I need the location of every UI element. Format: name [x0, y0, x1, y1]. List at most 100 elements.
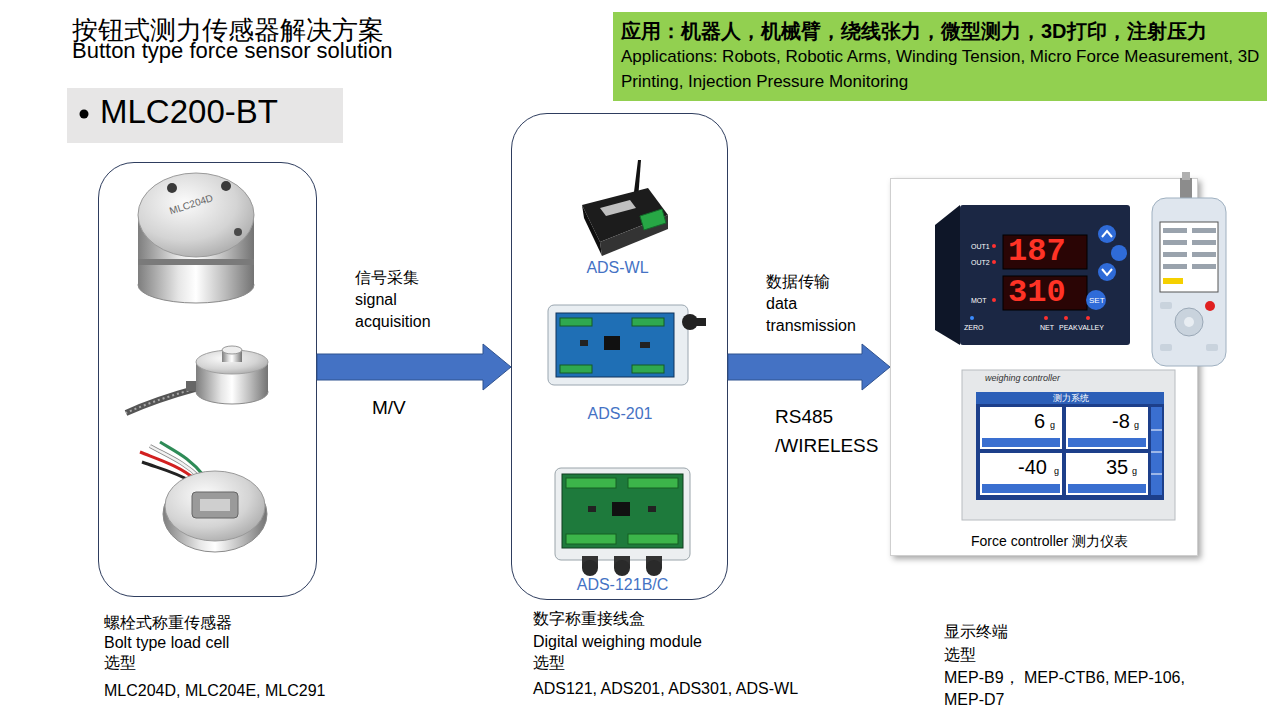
touch-controller-image [1066, 407, 1148, 449]
disk-sensor-image [192, 492, 238, 518]
handheld-meter-image [1192, 264, 1216, 269]
handheld-meter-image [1180, 178, 1192, 200]
button-sensor-image [196, 350, 268, 374]
handheld-meter-image [1206, 344, 1218, 351]
handheld-meter-image [1163, 264, 1187, 269]
touch-controller-image [976, 392, 1164, 404]
node-caption: Digital weighing module [533, 632, 702, 652]
block-arrow [728, 344, 890, 390]
touch-controller-image [1151, 452, 1162, 453]
handheld-meter-image [1192, 228, 1216, 233]
touch-controller-image [1151, 474, 1162, 475]
bullet-dot [80, 110, 89, 119]
touch-controller-image [1068, 438, 1146, 447]
node-caption: 显示终端 [944, 622, 1008, 642]
handheld-meter-image [1160, 302, 1172, 309]
disk-sensor-image [150, 446, 200, 478]
weighing-module-image [612, 502, 630, 516]
button-sensor-image [196, 380, 268, 404]
panel-meter-image [992, 298, 996, 302]
load-cell-image [138, 173, 254, 257]
weighing-module-image [582, 556, 598, 568]
bullet-dot [80, 110, 89, 119]
node-text: Force controller 测力仪表 [971, 533, 1128, 550]
weighing-module-image [582, 560, 598, 576]
weighing-module-image [566, 478, 616, 488]
block-arrow [317, 344, 511, 390]
weighing-module-image [555, 468, 690, 576]
disk-sensor-image [160, 442, 204, 476]
application-banner: 应用：机器人，机械臂，绕线张力，微型测力，3D打印，注射压力Applicatio… [613, 12, 1267, 101]
module-group: 数字称重接线盒Digital weighing module选型ADS121, … [511, 113, 728, 600]
node-caption: ADS121, ADS201, ADS301, ADS-WL [533, 679, 798, 699]
junction-box-image [632, 318, 664, 326]
panel-meter-image [1086, 290, 1106, 310]
handheld-meter-image [1160, 222, 1218, 292]
handheld-meter-image [1163, 278, 1183, 284]
touch-controller-image [1068, 484, 1146, 493]
touch-controller-image [962, 370, 1175, 520]
disk-sensor-image [200, 499, 230, 511]
load-cell-image [138, 215, 254, 285]
handheld-meter-image [1192, 252, 1216, 257]
handheld-meter-image [1163, 252, 1187, 257]
load-cell-image [138, 259, 254, 265]
weighing-module-image [646, 556, 662, 568]
junction-box-image [560, 365, 592, 373]
node-caption: 选型 [104, 653, 136, 673]
junction-box-image [632, 365, 664, 373]
panel-meter-image [1064, 316, 1068, 320]
image-label: M/V [372, 396, 406, 420]
wireless-module-image [600, 200, 636, 216]
junction-box-image [692, 318, 706, 326]
weighing-module-image [648, 506, 656, 512]
handheld-meter-image [1192, 240, 1216, 245]
panel-meter-image [1111, 245, 1127, 261]
title: 按钮式测力传感器解决方案 [72, 16, 384, 44]
panel-meter-image [935, 205, 1130, 345]
wireless-module-image [633, 160, 641, 200]
weighing-module-image [562, 474, 683, 548]
load-cell-image [221, 181, 231, 191]
junction-box-image [580, 340, 588, 346]
edge-label: 数据传输 data transmission [766, 271, 886, 337]
module-item: ADS-201 [540, 295, 700, 425]
wireless-module-image [600, 215, 668, 256]
junction-box-image [604, 336, 620, 350]
touch-controller-image [1066, 453, 1148, 495]
weighing-module-image [646, 560, 662, 576]
module-item: ADS-WL [560, 160, 675, 280]
handheld-meter-image [1152, 198, 1226, 366]
node-text: ADS-121B/C [545, 575, 700, 595]
sensor-group: 螺栓式称重传感器Bolt type load cell选型MLC204D, ML… [98, 162, 317, 597]
touch-controller-image [962, 370, 1175, 520]
button-sensor-image [222, 346, 242, 354]
touch-controller-image [976, 392, 1164, 500]
node-caption: Applications: Robots, Robotic Arms, Wind… [621, 44, 1261, 94]
panel-meter-image [1098, 225, 1116, 243]
handheld-meter-image [1163, 228, 1187, 233]
node-text: 数字称重接线盒 [533, 609, 645, 629]
panel-meter-image [1102, 231, 1112, 237]
touch-controller-image [980, 407, 1062, 449]
load-cell-image [234, 228, 242, 236]
button-sensor-image [222, 350, 242, 362]
panel-meter-image [1044, 316, 1048, 320]
panel-meter-image [960, 205, 1130, 345]
junction-box-image [548, 305, 688, 385]
panel-meter-image [970, 316, 974, 320]
wireless-module-image [640, 209, 666, 230]
node-text: ADS-201 [540, 404, 700, 424]
junction-box-image [640, 342, 650, 348]
load-cell-image [138, 267, 254, 303]
touch-controller-image [980, 453, 1062, 495]
button-sensor-image [126, 388, 198, 413]
disk-sensor-image [165, 471, 265, 541]
node-text: 螺栓式称重传感器 [104, 613, 232, 633]
panel-meter-image [935, 205, 960, 345]
panel-meter-image [1098, 263, 1116, 281]
load-cell-image [138, 173, 254, 303]
handheld-meter-image [1184, 317, 1194, 327]
image-label: MLC204D [168, 192, 215, 217]
